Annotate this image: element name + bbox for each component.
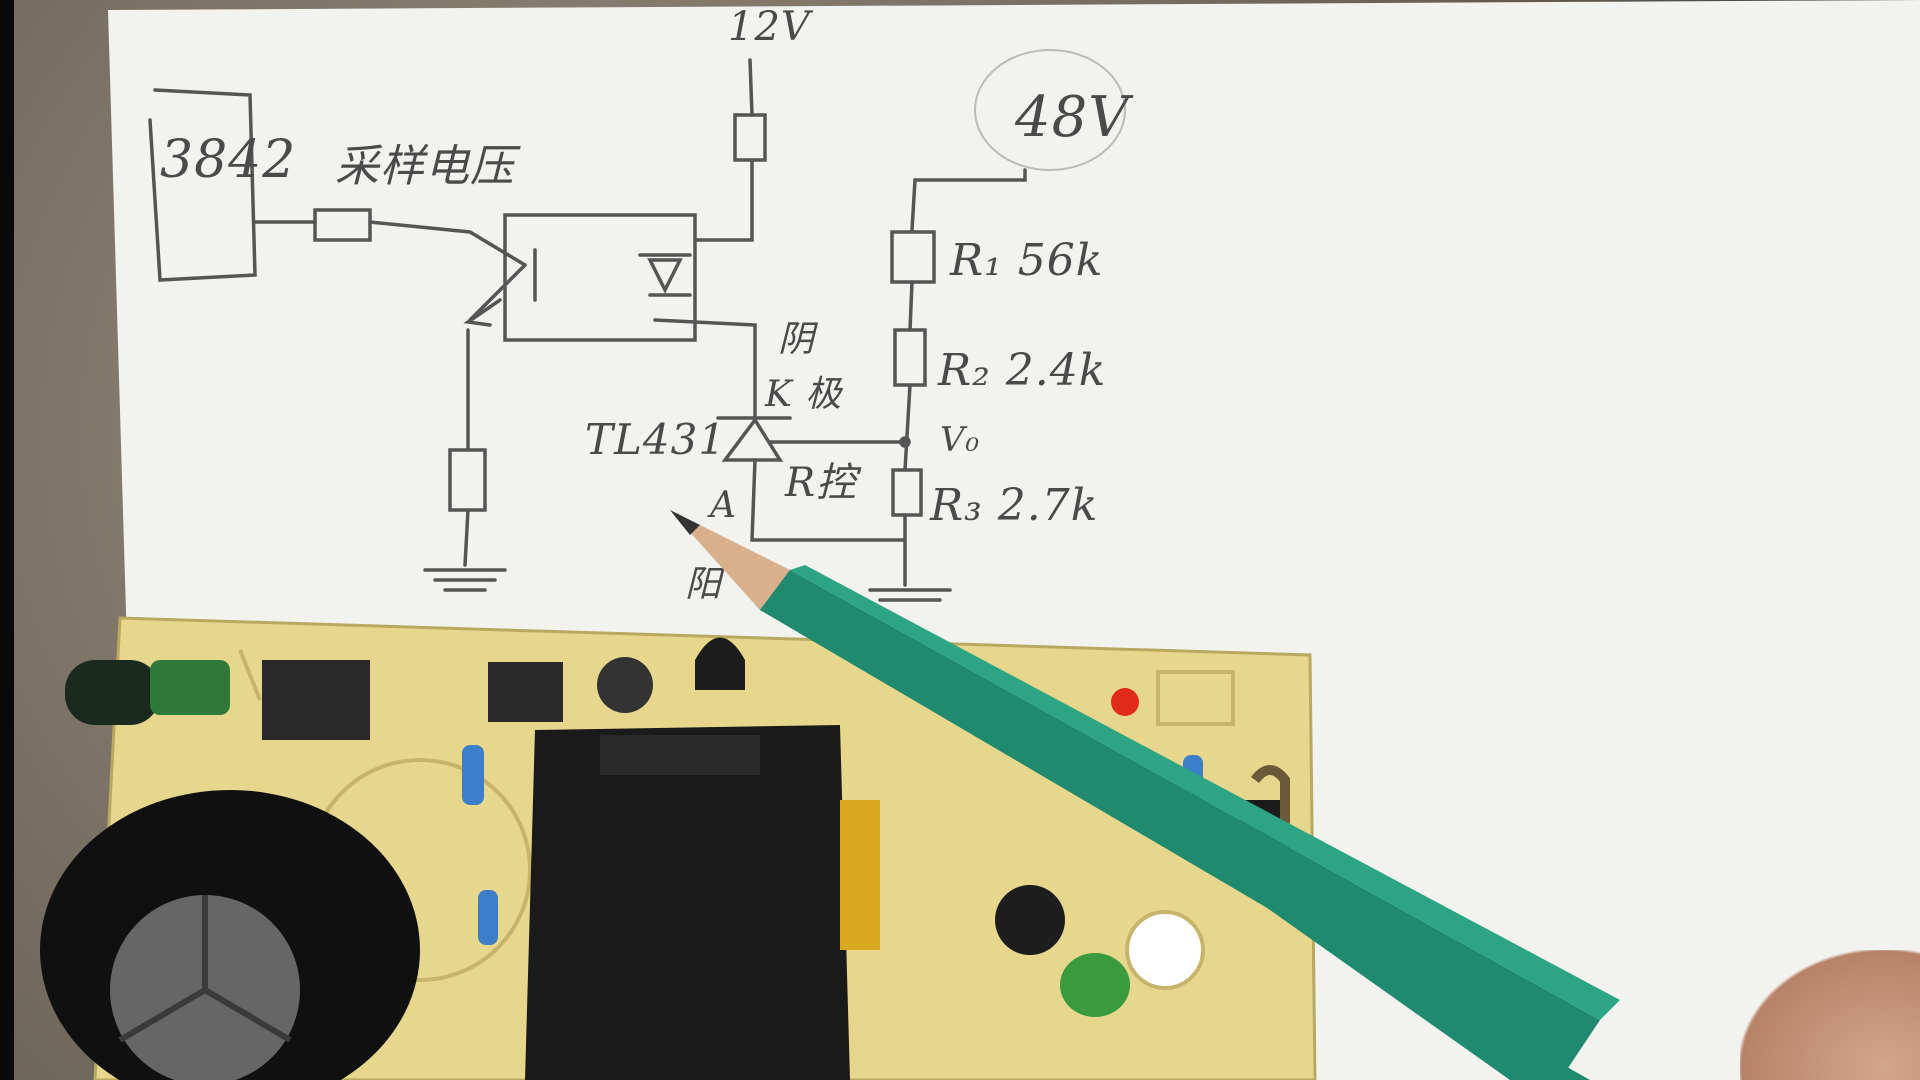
sampling-voltage-label: 采样电压 xyxy=(335,141,515,192)
supply-12v-label: 12V xyxy=(728,4,811,50)
transistor xyxy=(695,637,745,690)
a-pole-label: A xyxy=(710,485,737,526)
anode-note-label: 阳 xyxy=(685,564,723,605)
chip-3842-label: 3842 xyxy=(160,130,297,190)
big-capacitor xyxy=(40,790,420,1080)
ic-chip-mid xyxy=(488,662,563,722)
k-pole-label: K 极 xyxy=(765,374,843,415)
vo-label: V₀ xyxy=(940,420,981,460)
r2-label: R₂ 2.4k xyxy=(938,345,1107,396)
resistor-icon xyxy=(462,745,484,805)
capacitor-icon xyxy=(65,660,230,725)
supply-48v-label: 48V xyxy=(1015,85,1130,150)
ic-chip-left xyxy=(262,660,370,740)
cathode-note-label: 阴 xyxy=(778,319,816,360)
r-control-label: R控 xyxy=(785,460,858,506)
hand xyxy=(1740,950,1920,1080)
r1-label: R₁ 56k xyxy=(950,235,1104,286)
r3-label: R₃ 2.7k xyxy=(930,480,1099,531)
tl431-label: TL431 xyxy=(585,415,727,464)
